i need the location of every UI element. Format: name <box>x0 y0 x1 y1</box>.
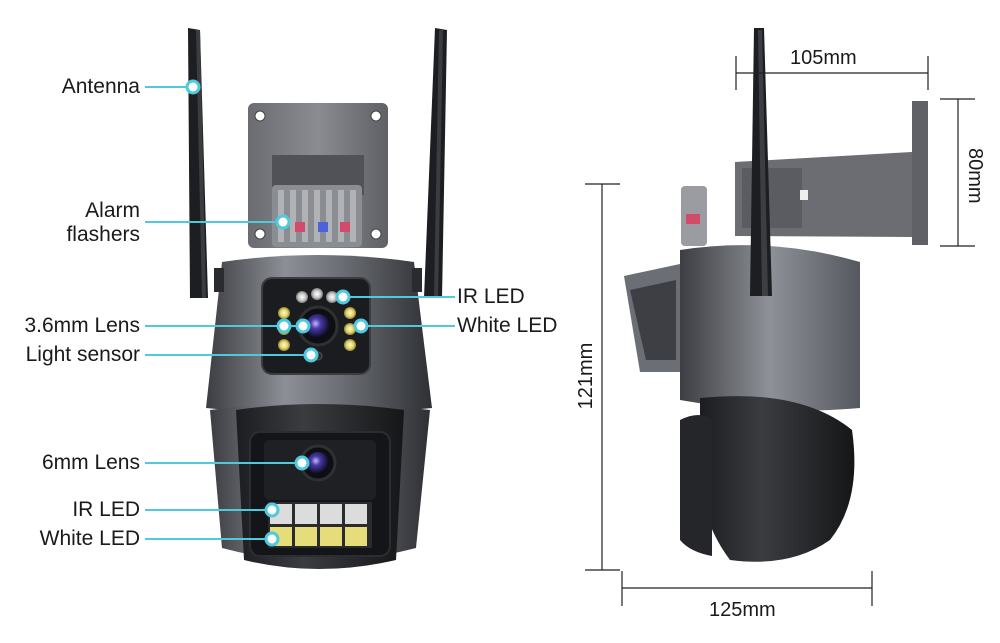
label-3-6mm-lens: 3.6mm Lens <box>24 314 140 337</box>
label-alarm-flashers-line2: flashers <box>66 223 140 246</box>
dimension-80mm: 80mm <box>964 148 986 204</box>
dimension-105mm: 105mm <box>790 47 857 69</box>
label-white-led-top: White LED <box>457 314 558 337</box>
label-ir-led-bottom: IR LED <box>72 498 140 521</box>
dimension-lines <box>585 56 975 606</box>
front-antenna-left <box>188 28 208 298</box>
dimension-125mm: 125mm <box>709 599 776 621</box>
label-alarm-flashers-line1: Alarm <box>85 199 140 222</box>
callout-dots <box>185 79 369 547</box>
dimension-121mm: 121mm <box>575 342 597 410</box>
label-6mm-lens: 6mm Lens <box>41 451 140 474</box>
label-white-led-bottom: White LED <box>39 527 140 550</box>
label-light-sensor: Light sensor <box>25 343 140 366</box>
label-ir-led-top: IR LED <box>457 285 525 308</box>
callout-lines <box>145 86 455 540</box>
front-antenna-right <box>424 28 447 298</box>
label-antenna: Antenna <box>61 75 140 98</box>
